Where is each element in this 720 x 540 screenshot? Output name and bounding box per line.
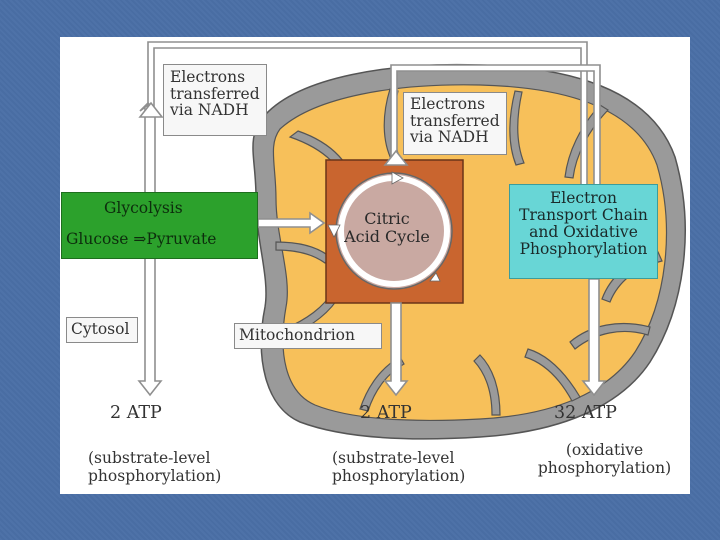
pyruvate-label: Pyruvate xyxy=(146,230,217,248)
slide-canvas: Electrons transferred via NADH Electrons… xyxy=(60,37,690,494)
mitochondrion-label-text: Mitochondrion xyxy=(239,326,355,344)
glycolysis-box: Glycolysis Glucose ⇒Pyruvate xyxy=(61,192,258,259)
electrons-label-mid-text: Electrons transferred via NADH xyxy=(410,95,500,147)
mitochondrion-label: Mitochondrion xyxy=(234,323,382,349)
atp-amount-right: 32 ATP xyxy=(554,403,617,423)
atp-amount-left: 2 ATP xyxy=(110,403,162,423)
atp-amount-middle: 2 ATP xyxy=(360,403,412,423)
cytosol-label: Cytosol xyxy=(66,317,138,343)
atp-arrow-middle xyxy=(383,302,409,397)
cytosol-label-text: Cytosol xyxy=(71,320,130,338)
atp-source-left: (substrate-level phosphorylation) xyxy=(88,449,222,485)
etc-box: Electron Transport Chain and Oxidative P… xyxy=(509,184,658,279)
glycolysis-title: Glycolysis xyxy=(104,199,183,217)
electrons-label-mid: Electrons transferred via NADH xyxy=(403,92,507,155)
atp-source-right: (oxidative phosphorylation) xyxy=(537,441,672,477)
pyruvate-arrow xyxy=(257,211,326,235)
citric-acid-cycle-label: Citric Acid Cycle xyxy=(344,209,430,247)
atp-source-middle: (substrate-level phosphorylation) xyxy=(332,449,466,485)
cycle-arrowheads xyxy=(327,171,441,282)
electrons-label-left-text: Electrons transferred via NADH xyxy=(170,68,260,120)
double-arrow-icon: ⇒ xyxy=(133,230,147,248)
electrons-label-left: Electrons transferred via NADH xyxy=(163,64,267,136)
glucose-label: Glucose xyxy=(66,230,129,248)
atp-arrow-right xyxy=(581,278,607,397)
glycolysis-reaction: Glucose ⇒Pyruvate xyxy=(66,230,216,248)
